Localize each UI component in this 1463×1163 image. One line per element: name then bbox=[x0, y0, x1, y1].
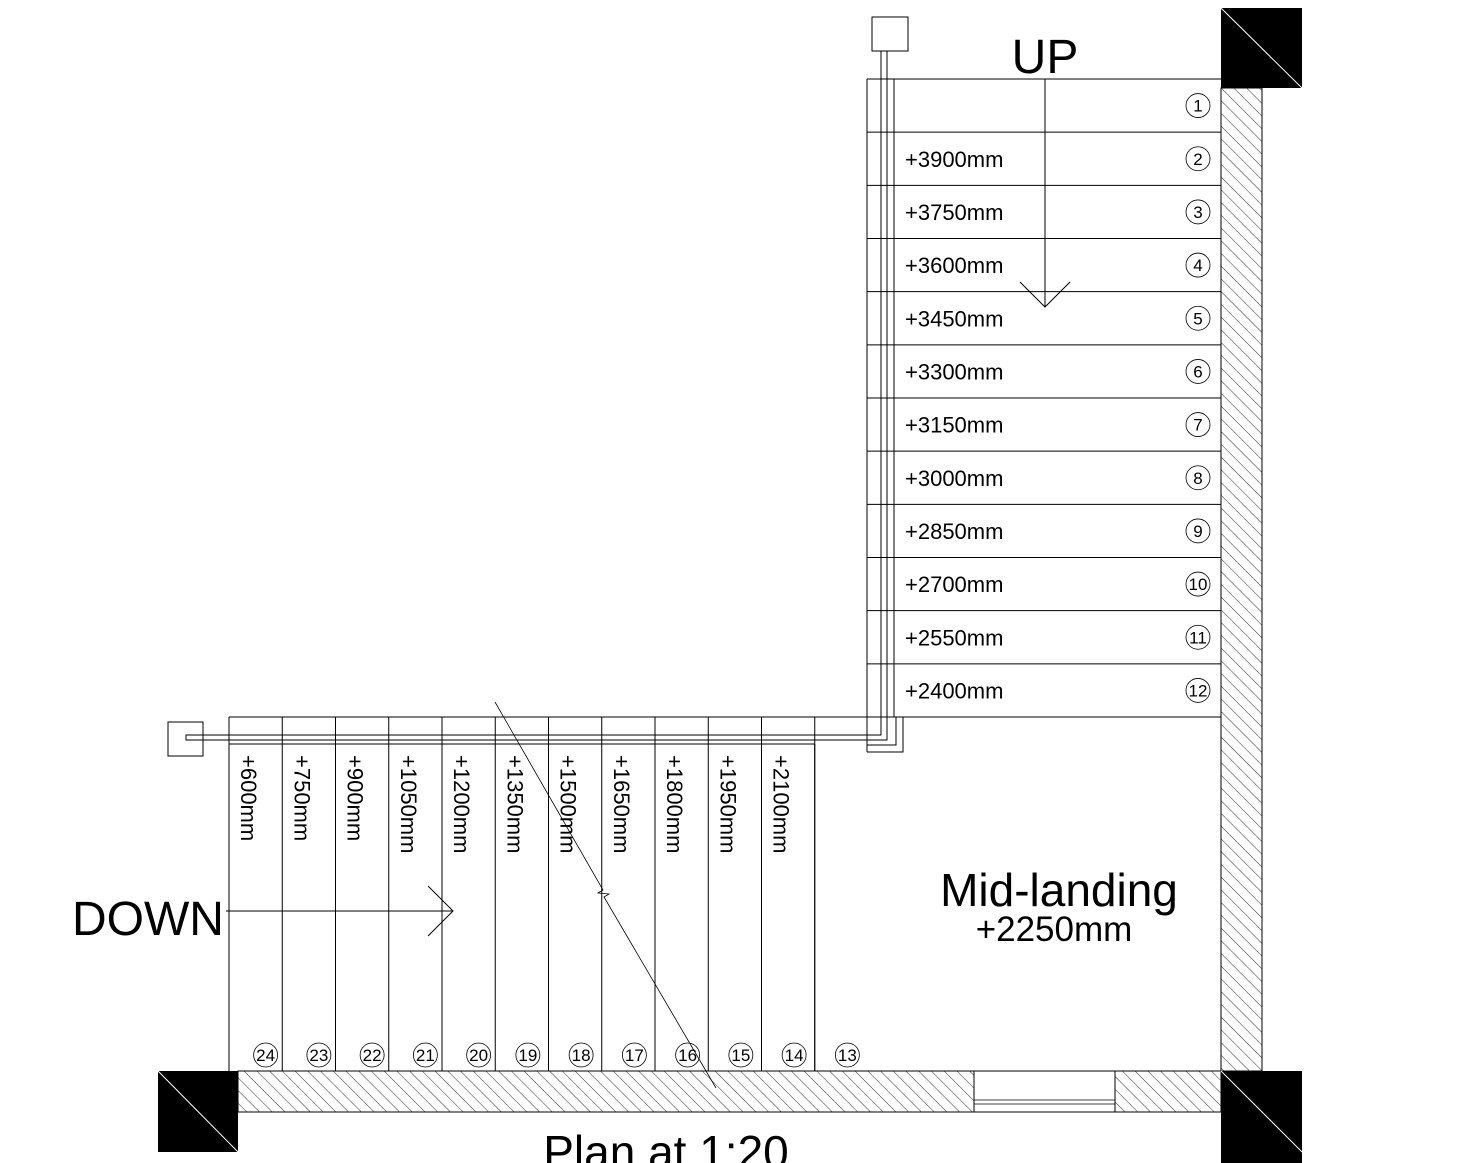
landing-name-label: Mid-landing bbox=[940, 864, 1178, 916]
bottom-wall-left bbox=[237, 1070, 975, 1113]
step-number: 3 bbox=[1193, 203, 1202, 222]
step-number: 15 bbox=[731, 1046, 750, 1065]
step-number-circle bbox=[621, 1042, 647, 1068]
column-top-right bbox=[1220, 7, 1303, 89]
step-number: 13 bbox=[838, 1046, 857, 1065]
step-number-circle bbox=[568, 1042, 594, 1068]
bottom-wall-right bbox=[1114, 1070, 1222, 1113]
step-number: 20 bbox=[469, 1046, 488, 1065]
step-number-circle bbox=[1185, 359, 1211, 384]
step-level-label: +1200mm bbox=[449, 755, 474, 853]
step-number-circle bbox=[1185, 465, 1211, 491]
step-number-circle bbox=[253, 1042, 279, 1068]
step-number-circle bbox=[1185, 518, 1211, 544]
step-level-label: +2550mm bbox=[905, 625, 1003, 650]
step-level-label: +3000mm bbox=[905, 466, 1003, 491]
step-number: 24 bbox=[256, 1046, 275, 1065]
handrail bbox=[167, 16, 909, 757]
step-level-label: +1500mm bbox=[556, 755, 581, 853]
step-number-circle bbox=[1185, 305, 1211, 331]
step-level-label: +1800mm bbox=[662, 755, 687, 853]
step-number-circle bbox=[675, 1042, 701, 1068]
step-level-label: +3300mm bbox=[905, 359, 1003, 384]
step-number-circle bbox=[1185, 571, 1211, 597]
step-number-circle bbox=[728, 1042, 754, 1068]
step-level-label: +1950mm bbox=[715, 755, 740, 853]
step-level-label: +2700mm bbox=[905, 572, 1003, 597]
right-wall bbox=[1220, 87, 1263, 1072]
step-number-circle bbox=[1185, 93, 1211, 118]
step-level-label: +1650mm bbox=[609, 755, 634, 853]
step-number: 7 bbox=[1193, 416, 1202, 435]
step-number-circle bbox=[1185, 146, 1211, 172]
step-number: 5 bbox=[1193, 309, 1202, 328]
step-level-label: +900mm bbox=[343, 755, 368, 841]
step-number: 12 bbox=[1189, 681, 1208, 700]
column-bottom-right bbox=[1220, 1070, 1303, 1163]
break-line bbox=[494, 701, 717, 1089]
step-number-circle bbox=[306, 1042, 332, 1068]
step-number: 22 bbox=[363, 1046, 382, 1065]
step-number-circle bbox=[412, 1042, 438, 1068]
up-label: UP bbox=[1012, 31, 1079, 84]
step-number: 8 bbox=[1193, 469, 1202, 488]
step-number: 9 bbox=[1193, 522, 1202, 541]
step-level-label: +750mm bbox=[289, 755, 314, 841]
step-number-circle bbox=[359, 1042, 385, 1068]
step-number: 4 bbox=[1193, 256, 1202, 275]
step-number: 19 bbox=[518, 1046, 537, 1065]
step-number-circle bbox=[834, 1042, 860, 1068]
down-label: DOWN bbox=[72, 893, 224, 946]
step-level-label: +3150mm bbox=[905, 413, 1003, 438]
step-level-label: +600mm bbox=[236, 755, 261, 841]
step-number-circle bbox=[1185, 678, 1211, 703]
lower-flight-treads: 24 +600mm 23 +750mm 22 +900mm 21 +1050mm 20 +1200… bbox=[228, 717, 860, 1071]
step-level-label: +3600mm bbox=[905, 253, 1003, 278]
step-number: 16 bbox=[678, 1046, 697, 1065]
landing-level-label: +2250mm bbox=[976, 910, 1133, 949]
step-level-label: +2400mm bbox=[905, 678, 1003, 703]
step-number: 2 bbox=[1193, 150, 1202, 169]
up-direction-arrow bbox=[1019, 79, 1071, 308]
step-level-label: +1050mm bbox=[396, 755, 421, 853]
step-level-label: +2850mm bbox=[905, 519, 1003, 544]
step-number: 6 bbox=[1193, 362, 1202, 381]
step-number: 18 bbox=[572, 1046, 591, 1065]
step-number-circle bbox=[1185, 412, 1211, 437]
plan-title: Plan at 1:20 bbox=[543, 1126, 789, 1163]
step-number: 23 bbox=[309, 1046, 328, 1065]
wall-opening bbox=[974, 1070, 1115, 1113]
step-number-circle bbox=[1185, 199, 1211, 225]
step-number-circle bbox=[515, 1042, 541, 1068]
step-number-circle bbox=[1185, 624, 1211, 650]
step-level-label: +3900mm bbox=[905, 147, 1003, 172]
step-number-circle bbox=[1185, 252, 1211, 278]
step-level-label: +3750mm bbox=[905, 200, 1003, 225]
step-number: 17 bbox=[625, 1046, 644, 1065]
step-number-circle bbox=[466, 1042, 492, 1068]
column-bottom-left bbox=[157, 1070, 239, 1153]
step-number: 21 bbox=[416, 1046, 435, 1065]
step-number: 14 bbox=[785, 1046, 804, 1065]
upper-flight-treads: 12+3900mm3+3750mm4+3600mm5+3450mm6+3300m… bbox=[867, 78, 1221, 703]
step-level-label: +2100mm bbox=[769, 755, 794, 853]
step-level-label: +3450mm bbox=[905, 306, 1003, 331]
step-number: 11 bbox=[1189, 628, 1207, 647]
step-level-label: +1350mm bbox=[502, 755, 527, 853]
down-direction-arrow bbox=[226, 885, 454, 937]
step-number: 1 bbox=[1193, 97, 1202, 116]
step-number-circle bbox=[781, 1042, 807, 1068]
step-number: 10 bbox=[1189, 575, 1208, 594]
